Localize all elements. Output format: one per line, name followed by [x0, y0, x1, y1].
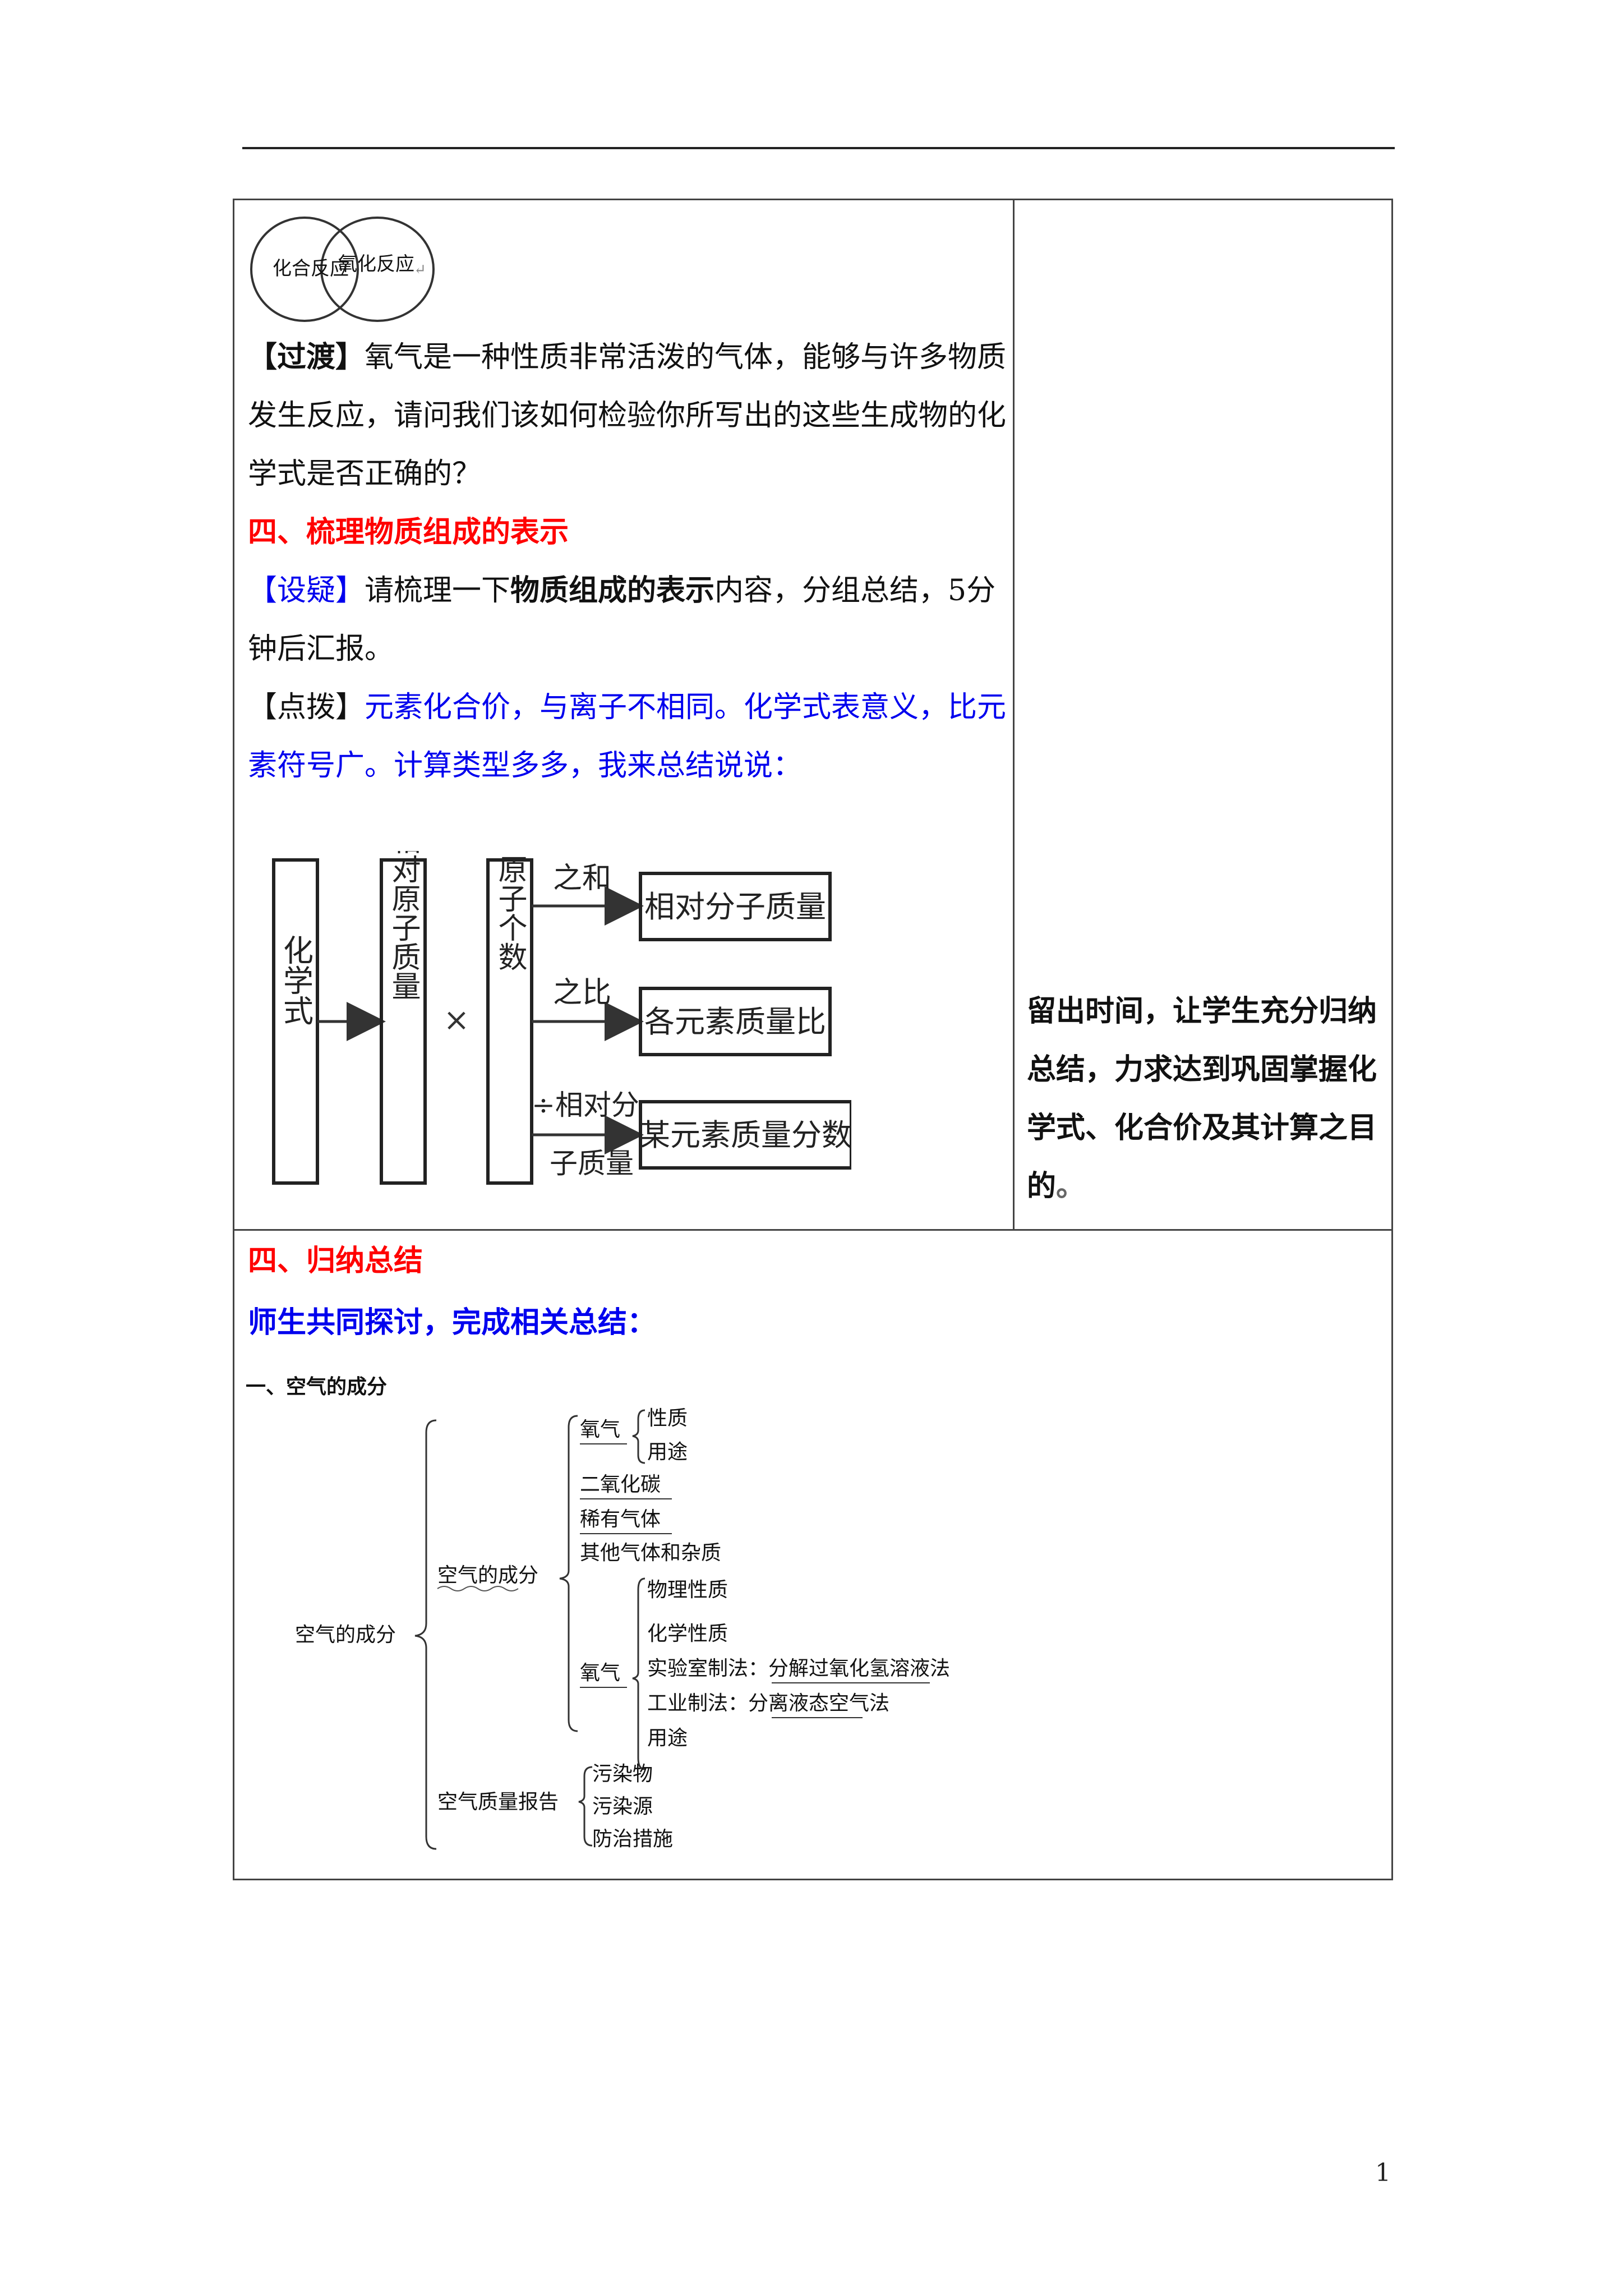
summary-subtitle: 师生共同探讨，完成相关总结：: [248, 1305, 657, 1340]
tree-co2: 二氧化碳: [580, 1473, 661, 1496]
tree-oxygen-2: 氧气: [580, 1662, 620, 1685]
tree-chemical-property: 化学性质: [647, 1622, 728, 1645]
tree-other-gases: 其他气体和杂质: [580, 1542, 721, 1565]
question-line-1: 【设疑】请梳理一下物质组成的表示内容，分组总结，5分: [248, 573, 996, 608]
note-line-1: 留出时间，让学生充分归纳: [1027, 994, 1377, 1028]
calculation-flow-diagram: 化学式 相对原子质量 × 原子个数 之和 之比 ÷相对分 子质量 相对分子质量 …: [272, 851, 851, 1185]
note-line-2: 总结，力求达到巩固掌握化: [1027, 1052, 1377, 1087]
teaching-note-cell: 留出时间，让学生充分归纳 总结，力求达到巩固掌握化 学式、化合价及其计算之目 的…: [1013, 199, 1393, 1231]
tree-pollutants: 污染物: [592, 1763, 653, 1786]
result-element-mass-ratio: 各元素质量比: [644, 1004, 826, 1039]
section-title-composition: 四、梳理物质组成的表示: [248, 515, 569, 549]
hint-line-2: 素符号广。计算类型多多，我来总结说说：: [248, 749, 803, 783]
transition-line-3: 学式是否正确的？: [248, 457, 482, 491]
box-formula: 化学式: [278, 935, 313, 1025]
tree-oxygen-use-2: 用途: [647, 1727, 688, 1750]
multiply-sign: ×: [444, 1002, 470, 1038]
venn-right-label: 氧化反应: [338, 253, 414, 275]
venn-left-label: 化合反应: [273, 257, 349, 280]
result-mass-fraction: 某元素质量分数: [640, 1117, 851, 1153]
tree-oxygen: 氧气: [580, 1418, 620, 1441]
venn-diagram: 化合反应 氧化反应 ↵: [250, 217, 435, 322]
note-line-4: 的。: [1027, 1169, 1086, 1203]
tree-pollution-sources: 污染源: [592, 1795, 653, 1818]
return-mark: ↵: [414, 261, 426, 278]
tree-prevention: 防治措施: [592, 1828, 673, 1851]
transition-line-2: 发生反应，请问我们该如何检验你所写出的这些生成物的化: [248, 399, 1007, 432]
air-composition-tree: 一、空气的成分 空气的成分 空气的成分 空气质量报告 氧气 性质 用途 二氧化碳…: [246, 1375, 950, 1851]
op-ratio: 之比: [553, 976, 611, 1010]
tree-branch-components: 空气的成分: [437, 1564, 538, 1587]
note-line-3: 学式、化合价及其计算之目: [1027, 1111, 1377, 1145]
header-rule: [242, 147, 1395, 149]
box-relative-atomic-mass: 相对原子质量: [386, 851, 420, 1000]
box-atom-count: 原子个数: [493, 854, 527, 971]
tree-oxygen-use: 用途: [647, 1441, 688, 1464]
transition-line-1: 【过渡】氧气是一种性质非常活泼的气体，能够与许多物质: [248, 340, 1007, 374]
summary-title: 四、归纳总结: [248, 1244, 423, 1278]
tree-lab-method: 实验室制法：分解过氧化氢溶液法: [647, 1657, 950, 1680]
tree-noble-gas: 稀有气体: [580, 1508, 661, 1531]
page-number: 1: [1375, 2159, 1391, 2187]
tree-physical-property: 物理性质: [647, 1579, 728, 1602]
hint-line-1: 【点拨】元素化合价，与离子不相同。化学式表意义，比元: [248, 691, 1007, 724]
op-divide-2: 子质量: [550, 1147, 634, 1180]
lesson-content-cell: 化合反应 氧化反应 ↵ 【过渡】氧气是一种性质非常活泼的气体，能够与许多物质 发…: [233, 199, 1015, 1231]
tree-oxygen-property: 性质: [647, 1407, 688, 1430]
op-divide-1: ÷相对分: [532, 1089, 639, 1121]
tree-branch-report: 空气质量报告: [437, 1791, 559, 1814]
result-relative-molecular-mass: 相对分子质量: [644, 889, 826, 924]
tree-industrial-method: 工业制法：分离液态空气法: [647, 1692, 889, 1715]
question-line-2: 钟后汇报。: [248, 632, 394, 666]
tree-root: 空气的成分: [295, 1623, 396, 1646]
summary-cell: 四、归纳总结 师生共同探讨，完成相关总结： 一、空气的成分 空气的成分 空气的成…: [233, 1229, 1393, 1880]
op-sum: 之和: [553, 862, 611, 895]
tree-heading: 一、空气的成分: [246, 1375, 387, 1398]
